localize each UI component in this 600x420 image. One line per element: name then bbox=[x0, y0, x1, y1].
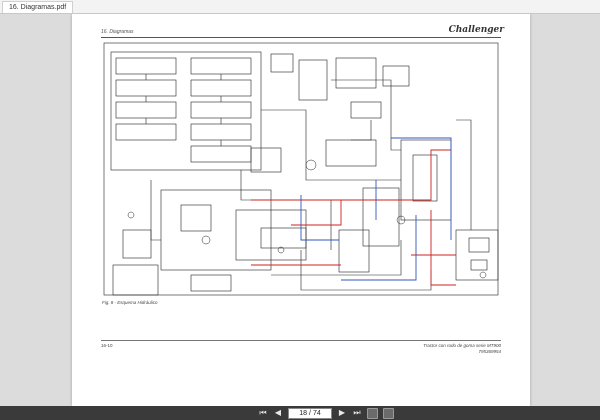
brand-logo: Challenger bbox=[448, 25, 504, 35]
section-header: 16. Diagramas bbox=[101, 29, 134, 35]
figure-caption: Fig. 8 - Esquema Hidráulico bbox=[102, 300, 158, 305]
footer-divider bbox=[101, 340, 501, 341]
current-page: 18 bbox=[299, 409, 308, 417]
total-pages: 74 bbox=[312, 409, 321, 417]
page-input[interactable]: 18 / 74 bbox=[288, 407, 332, 419]
first-page-icon[interactable]: ⏮ bbox=[259, 408, 267, 417]
header-divider bbox=[101, 37, 501, 38]
hydraulic-schematic bbox=[103, 42, 499, 296]
navigation-toolbar: ⏮ ◀ 18 / 74 ▶ ⏭ bbox=[0, 406, 600, 420]
page-separator: / bbox=[309, 409, 311, 417]
page-navigation: ⏮ ◀ 18 / 74 ▶ ⏭ bbox=[258, 407, 394, 419]
next-page-icon[interactable]: ▶ bbox=[338, 408, 346, 417]
fit-page-icon[interactable] bbox=[367, 407, 378, 419]
pdf-page: 16. Diagramas Challenger bbox=[72, 14, 530, 406]
footer-info: Tractor con rodo de goma serie MT900 795… bbox=[423, 343, 501, 355]
document-tab[interactable]: 16. Diagramas.pdf bbox=[2, 1, 74, 13]
page-number: 16-10 bbox=[101, 343, 113, 348]
pdf-viewer[interactable]: 16. Diagramas Challenger bbox=[0, 14, 600, 406]
footer-part-number: 795369954 bbox=[478, 349, 501, 354]
last-page-icon[interactable]: ⏭ bbox=[353, 408, 361, 417]
rotate-icon[interactable] bbox=[383, 407, 394, 419]
prev-page-icon[interactable]: ◀ bbox=[274, 408, 282, 417]
footer-product: Tractor con rodo de goma serie MT900 bbox=[423, 343, 501, 348]
title-bar: 16. Diagramas.pdf bbox=[0, 0, 600, 14]
